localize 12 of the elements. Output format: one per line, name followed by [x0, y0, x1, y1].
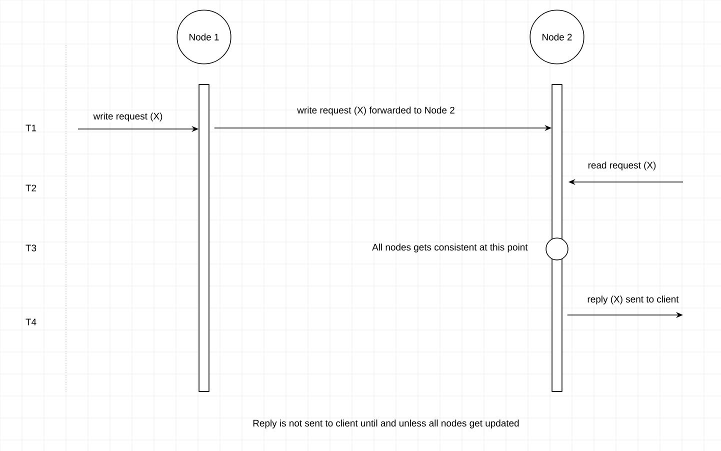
note-text: All nodes gets consistent at this point	[372, 244, 528, 252]
edge-label: reply (X) sent to client	[586, 294, 680, 306]
edge-label: write request (X)	[92, 112, 164, 122]
time-label: T1	[26, 124, 36, 132]
sync-circle	[546, 238, 568, 260]
time-label: T2	[26, 184, 36, 192]
edge-label: write request (X) forwarded to Node 2	[296, 106, 456, 116]
time-label: T4	[26, 318, 36, 326]
edge-label: read request (X)	[586, 160, 658, 172]
time-label: T3	[26, 244, 36, 252]
activation-bar	[198, 84, 210, 392]
footnote-text: Reply is not sent to client until and unless all nodes get updated	[253, 420, 519, 428]
